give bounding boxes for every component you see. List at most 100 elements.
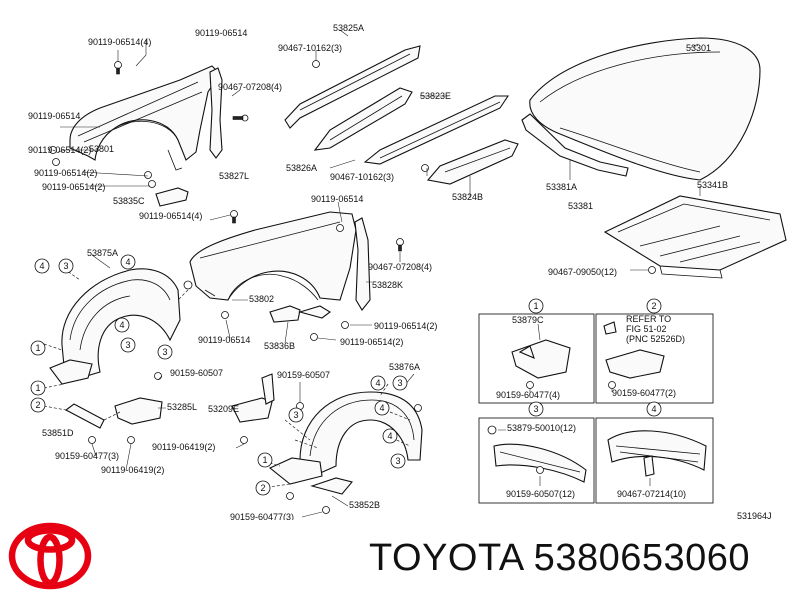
label-90119-06514: 90119-06514 [311,194,363,204]
liner-53875a [49,268,181,385]
label-53802: 53802 [249,294,274,304]
panel4-label-90467-07214-10: 90467-07214(10) [617,489,686,499]
toyota-emblem-icon [8,522,92,590]
seal-53381a [521,113,629,177]
label-53285l: 53285L [167,402,197,412]
label-53823e: 53823E [420,91,451,101]
label-53381: 53381 [568,201,593,211]
clip-icon [88,280,193,444]
callout-3: 3 [395,456,400,466]
callout-3: 3 [293,410,298,420]
panel3-label-53879-50010-12: 53879-50010(12) [507,423,576,433]
detail-panel-3: 3 53879-50010(12) 90159-60507(12) [478,401,595,504]
label-90467-10162-3: 90467-10162(3) [330,172,394,182]
label-90119-06514-2: 90119-06514(2) [28,145,91,155]
label-90119-06514-2: 90119-06514(2) [42,182,105,192]
diagram-id: 531964J [737,511,772,520]
parts-diagram: 90119-06514(4) 90119-06514 90119-06514 9… [28,23,787,520]
label-53381a: 53381A [546,182,577,192]
reinforcement-53825a [284,45,421,129]
label-90159-60507: 90159-60507 [170,368,223,378]
label-53827l: 53827L [219,171,249,181]
label-53825a: 53825A [333,23,364,33]
label-53876a: 53876A [389,362,420,372]
callout-3: 3 [397,378,402,388]
hood-53301 [529,37,761,181]
label-90467-09050-12: 90467-09050(12) [548,267,617,277]
reinforcement-53824b [426,139,519,185]
callout-4: 4 [375,378,380,388]
liner-53876a [268,391,423,495]
reinforcement-53826a [363,95,510,165]
panel2-fig-ref: FIG 51-02 [626,324,667,334]
label-90467-07208-4: 90467-07208(4) [218,82,282,92]
cover-53341b [603,195,787,279]
callout-4: 4 [387,431,392,441]
callout-4: 4 [379,403,384,413]
callout-2: 2 [651,301,656,311]
label-90119-06514: 90119-06514 [28,111,80,121]
callout-3: 3 [162,347,167,357]
callout-4: 4 [125,257,130,267]
brand-part-number: TOYOTA 5380653060 [369,537,751,579]
bracket-53836b [269,305,331,323]
reinforcement-53823e [313,87,413,151]
label-90159-60477-3: 90159-60477(3) [230,512,294,520]
callout-4: 4 [651,404,656,414]
label-53875a: 53875A [87,248,118,258]
callout-group: 4 3 3 4 4 3 1 2 [255,375,408,496]
fender-53801 [69,65,221,171]
label-53209e: 53209E [208,404,239,414]
label-90159-60507: 90159-60507 [277,370,330,380]
callout-1: 1 [262,455,267,465]
callout-4: 4 [39,261,44,271]
detail-panel-2: 2 REFER TO FIG 51-02 (PNC 52526D) 90159-… [595,298,714,404]
panel3-label-90159-60507-12: 90159-60507(12) [506,489,575,499]
clip-icon [240,402,422,514]
bracket-53827l [209,67,223,159]
panel1-label-90159-60477-4: 90159-60477(4) [496,390,560,400]
callout-3: 3 [63,261,68,271]
label-90159-60477-3: 90159-60477(3) [55,451,119,461]
detail-panel-4: 4 90467-07214(10) [595,401,714,504]
label-90467-07208-4: 90467-07208(4) [368,262,432,272]
label-53801: 53801 [89,144,114,154]
label-90119-06514: 90119-06514 [198,335,250,345]
label-90119-06514: 90119-06514 [195,28,247,38]
callout-2: 2 [35,400,40,410]
bracket-53828k [354,217,371,311]
label-90119-06514-2: 90119-06514(2) [34,168,97,178]
bracket-53851d [64,403,105,429]
panel2-pnc-ref: (PNC 52526D) [626,334,685,344]
bracket-53835c [155,187,189,207]
label-53824b: 53824B [452,192,483,202]
callout-group: 4 3 4 4 3 3 1 1 2 [30,254,173,413]
clip-icon [648,266,656,274]
bolt-icon [221,224,404,341]
label-53851d: 53851D [42,428,74,438]
callout-1: 1 [35,343,40,353]
label-53341b: 53341B [697,180,728,190]
bracket-53285l [114,397,163,425]
label-90119-06514-4: 90119-06514(4) [88,37,151,47]
label-53826a: 53826A [286,163,317,173]
callout-3: 3 [533,404,538,414]
label-90119-06419-2: 90119-06419(2) [152,442,215,452]
label-53828k: 53828K [372,280,403,290]
label-90119-06514-2: 90119-06514(2) [374,321,437,331]
label-53852b: 53852B [349,500,380,510]
callout-1: 1 [533,301,538,311]
callout-3: 3 [125,340,130,350]
label-53301: 53301 [686,43,711,53]
panel2-refer-to: REFER TO [626,314,671,324]
label-90467-10162-3: 90467-10162(3) [278,43,342,53]
panel1-label-53879c: 53879C [512,315,544,325]
callout-4: 4 [119,320,124,330]
label-53836b: 53836B [264,341,295,351]
bracket-53209e [231,373,275,423]
panel2-label-90159-60477-2: 90159-60477(2) [612,388,676,398]
label-90119-06419-2: 90119-06419(2) [101,465,164,475]
callout-2: 2 [260,483,265,493]
label-53835c: 53835C [113,196,145,206]
label-90119-06514-4: 90119-06514(4) [139,211,202,221]
